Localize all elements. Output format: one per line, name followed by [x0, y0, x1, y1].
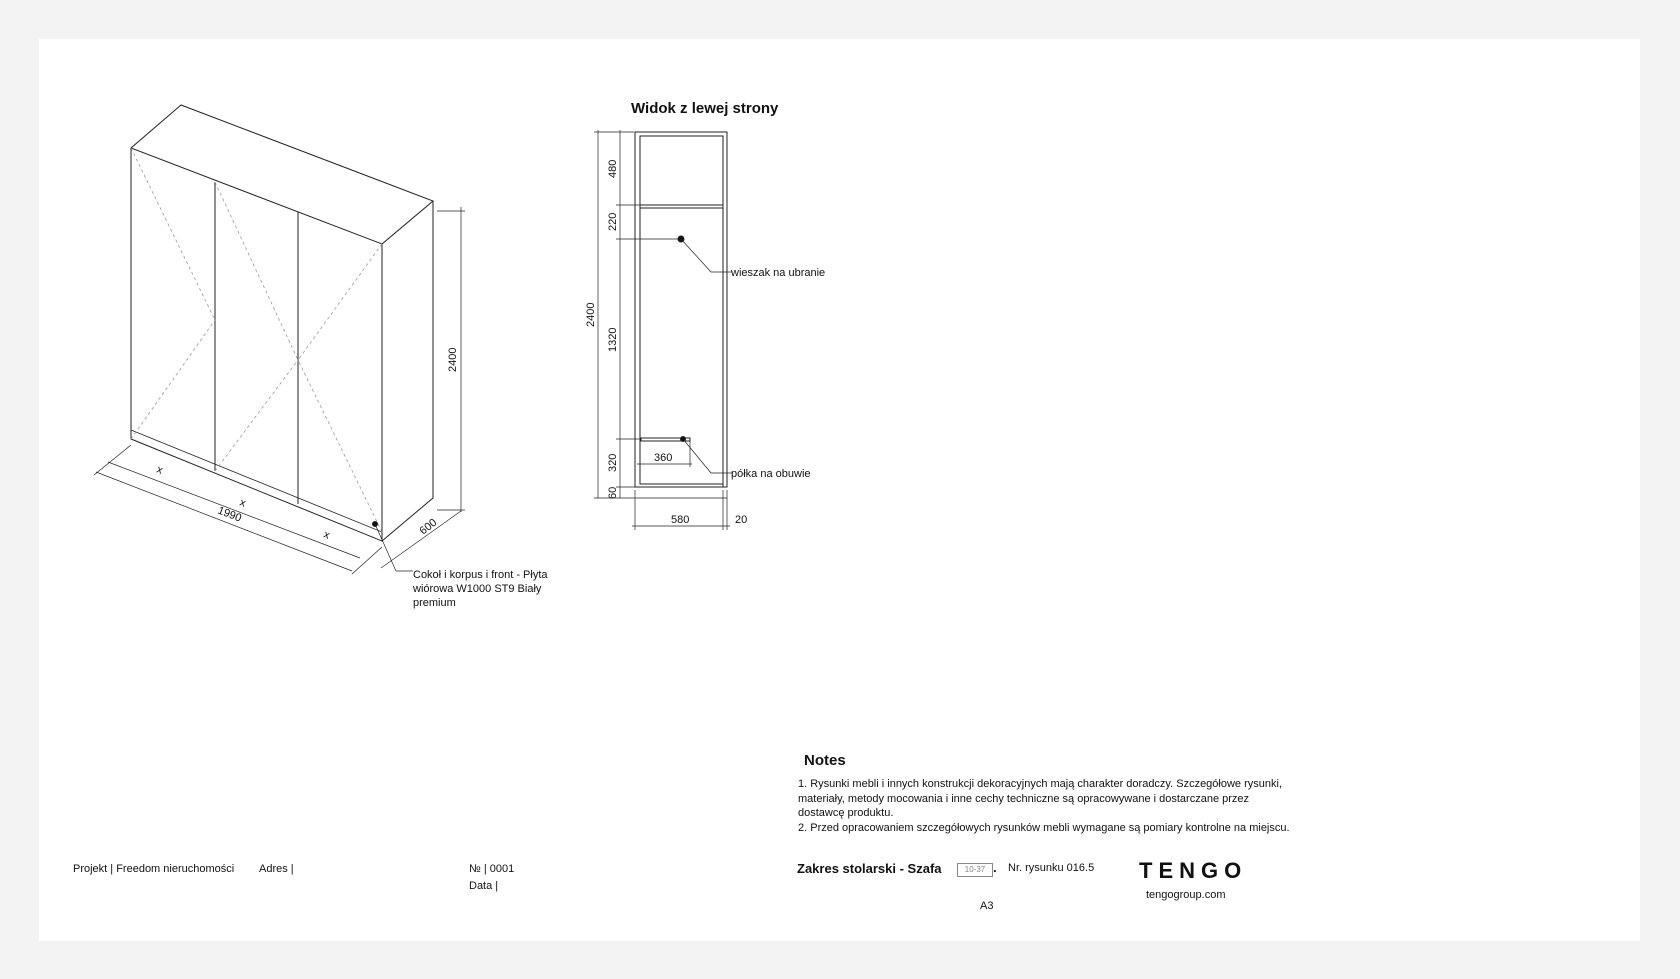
dim-60: 60: [607, 487, 619, 499]
dim-1320: 1320: [607, 328, 619, 352]
dim-480: 480: [607, 160, 619, 178]
dim-600: 600: [417, 517, 439, 538]
material-label-1: Cokoł i korpus i front - Płyta: [413, 569, 548, 581]
shoe-shelf-label: półka na obuwie: [731, 468, 811, 480]
dim-door-2: x: [238, 497, 248, 510]
number-field: № | 0001: [469, 863, 515, 875]
drawing-sheet: [39, 39, 1640, 941]
code-box: 10-37: [957, 863, 993, 877]
material-label-3: premium: [413, 597, 456, 609]
notes-list: 1. Rysunki mebli i innych konstrukcji de…: [798, 777, 1298, 835]
dim-580: 580: [671, 514, 689, 526]
dim-320: 320: [607, 454, 619, 472]
code-dot: .: [993, 860, 997, 875]
isometric-wardrobe: [93, 104, 465, 575]
drawing-number: Nr. rysunku 016.5: [1008, 862, 1095, 874]
hanger-label: wieszak na ubranie: [730, 267, 825, 279]
side-view: [594, 130, 732, 530]
dim-360: 360: [654, 452, 672, 464]
dim-door-1: x: [155, 464, 165, 477]
tengo-logo: TENGO: [1139, 858, 1248, 883]
note-item: 2. Przed opracowaniem szczegółowych rysu…: [798, 821, 1290, 834]
paper-format: A3: [980, 900, 994, 912]
dim-2400-iso: 2400: [447, 348, 459, 372]
notes-title: Notes: [804, 752, 846, 769]
dim-20: 20: [735, 514, 747, 526]
scope-title: Zakres stolarski - Szafa: [797, 861, 942, 876]
note-item: 1. Rysunki mebli i innych konstrukcji de…: [798, 778, 1282, 819]
date-field: Data |: [469, 880, 499, 892]
side-view-title: Widok z lewej strony: [631, 100, 779, 117]
dim-220: 220: [607, 213, 619, 231]
website-link[interactable]: tengogroup.com: [1146, 889, 1226, 901]
material-label-2: wiórowa W1000 ST9 Biały: [412, 583, 542, 595]
dim-door-3: x: [322, 529, 332, 542]
address-field: Adres |: [259, 863, 294, 875]
dim-2400-side: 2400: [585, 303, 597, 327]
project-field: Projekt | Freedom nieruchomości: [73, 863, 235, 875]
